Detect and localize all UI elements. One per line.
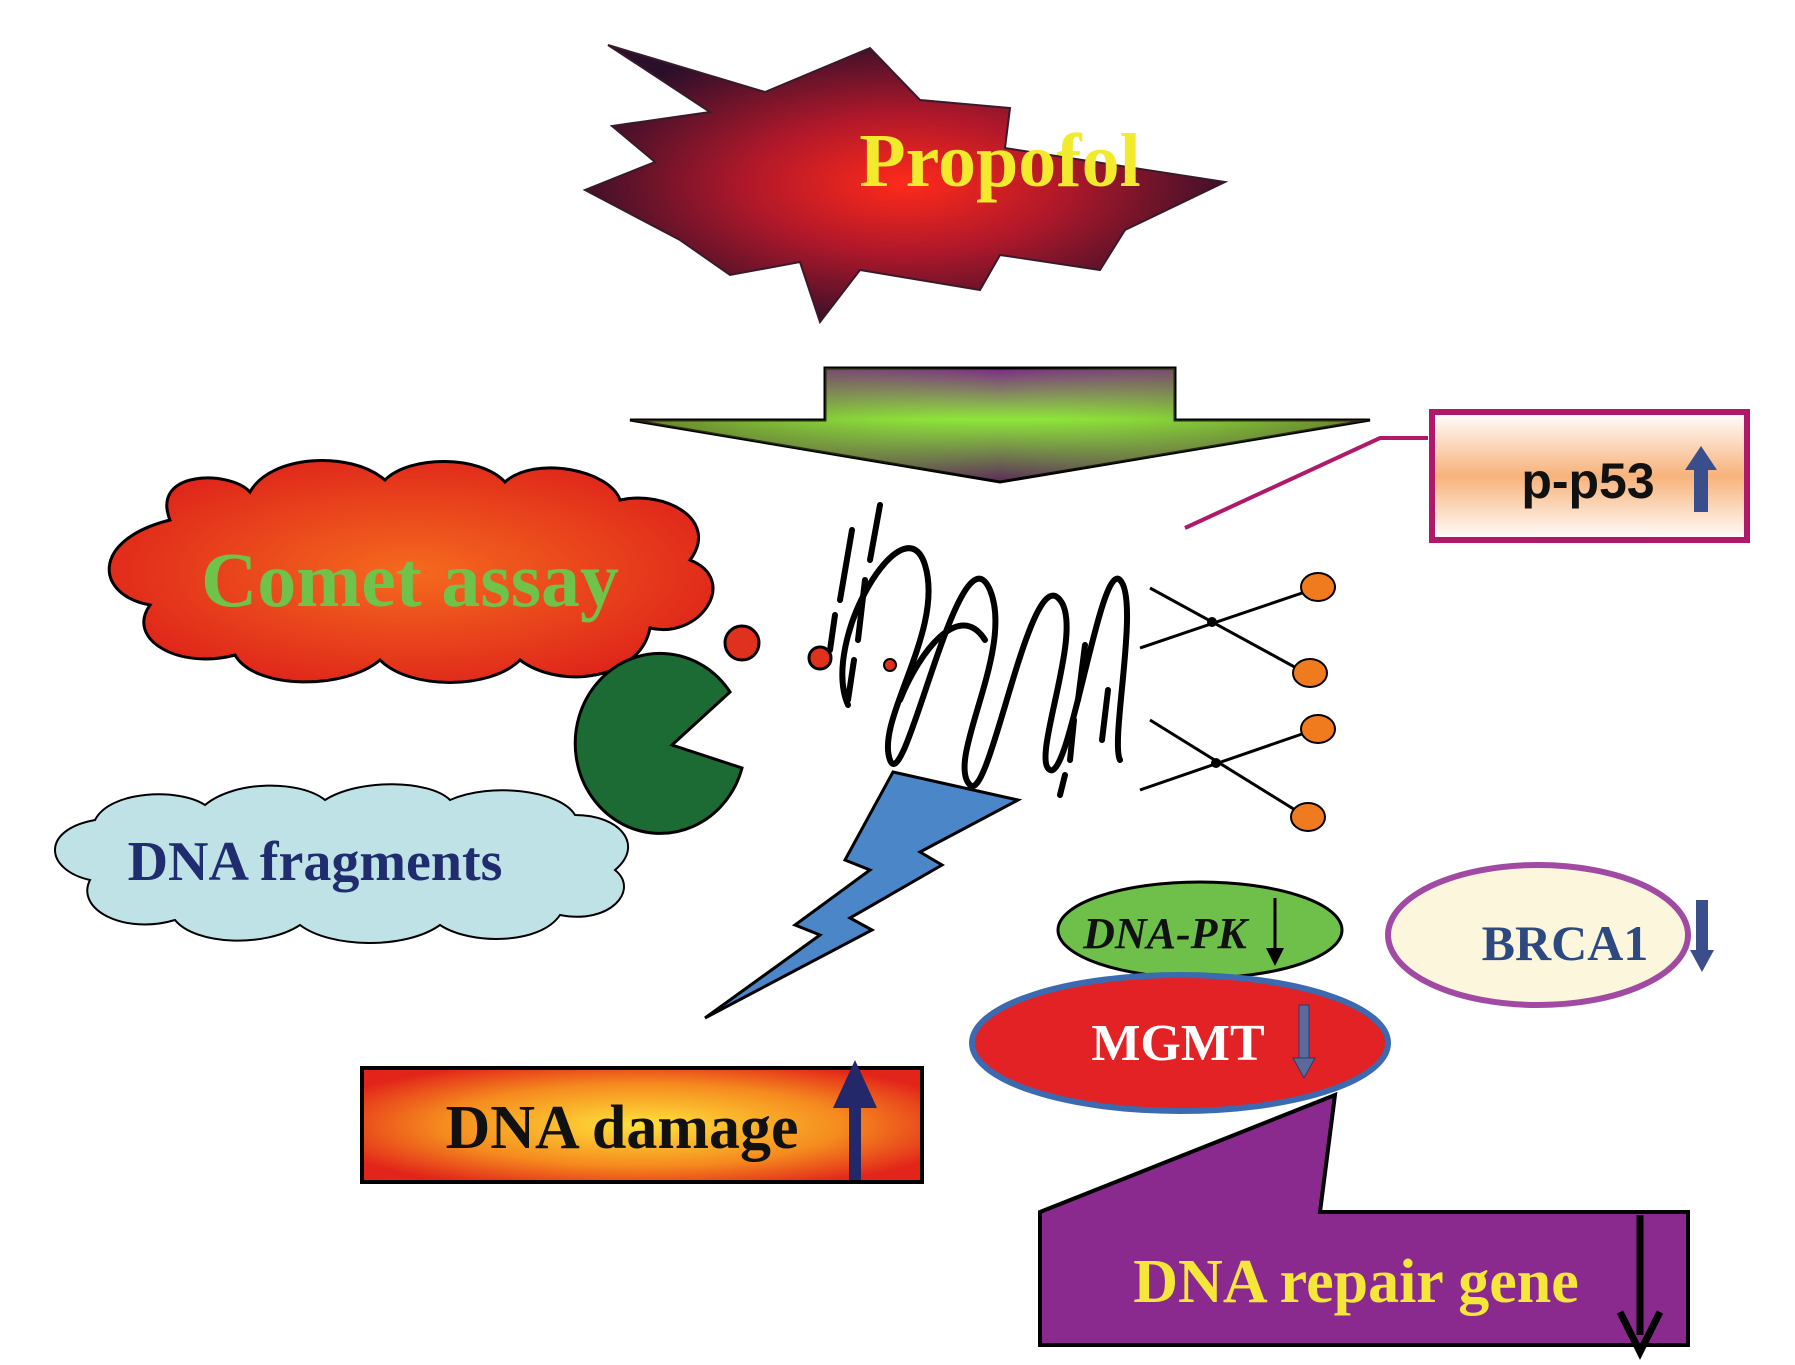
dna-damage-up-arrow-icon (833, 1060, 877, 1180)
down-arrow (629, 366, 1371, 484)
dna-helix-icon (827, 502, 1130, 798)
dna-repair-gene-label: DNA repair gene (1133, 1248, 1578, 1316)
brca1-label: BRCA1 (1482, 915, 1649, 971)
free-radicals (723, 624, 897, 672)
p-p53-label: p-p53 (1521, 453, 1654, 509)
p-p53-up-arrow-icon (1685, 446, 1717, 512)
dna-pk-label: DNA-PK (1082, 909, 1249, 958)
p-p53-box: p-p53 (1184, 409, 1750, 543)
brca1-ellipse: BRCA1 (1385, 862, 1714, 1008)
dna-fragments-label: DNA fragments (128, 831, 503, 893)
dna-pk-ellipse: DNA-PK (1056, 880, 1344, 980)
brca1-down-arrow-icon (1690, 900, 1714, 972)
scissors-icon-top (1139, 572, 1336, 688)
propofol-label: Propofol (859, 119, 1140, 203)
dna-pk-down-arrow-icon (1266, 898, 1284, 966)
nuclease-pacman-icon (573, 651, 744, 835)
scissors-icon-bottom (1139, 714, 1336, 832)
dna-repair-gene-callout: DNA repair gene (1038, 1091, 1690, 1360)
lightning-bolt-icon (704, 770, 1023, 1020)
mgmt-down-arrow-icon (1292, 1004, 1316, 1080)
radical-dot (723, 624, 761, 662)
mgmt-ellipse: MGMT (969, 972, 1391, 1114)
radical-dot (883, 658, 897, 672)
dna-repair-down-arrow-icon (1616, 1215, 1664, 1360)
radical-dot (807, 645, 833, 671)
propofol-starburst: Propofol (582, 44, 1229, 325)
comet-assay-label: Comet assay (201, 536, 619, 623)
dna-damage-label: DNA damage (445, 1094, 798, 1162)
dna-damage-box: DNA damage (360, 1060, 924, 1184)
mgmt-label: MGMT (1091, 1015, 1264, 1072)
dna-fragments-cloud: DNA fragments (54, 783, 629, 944)
comet-assay-cloud: Comet assay (107, 459, 715, 684)
